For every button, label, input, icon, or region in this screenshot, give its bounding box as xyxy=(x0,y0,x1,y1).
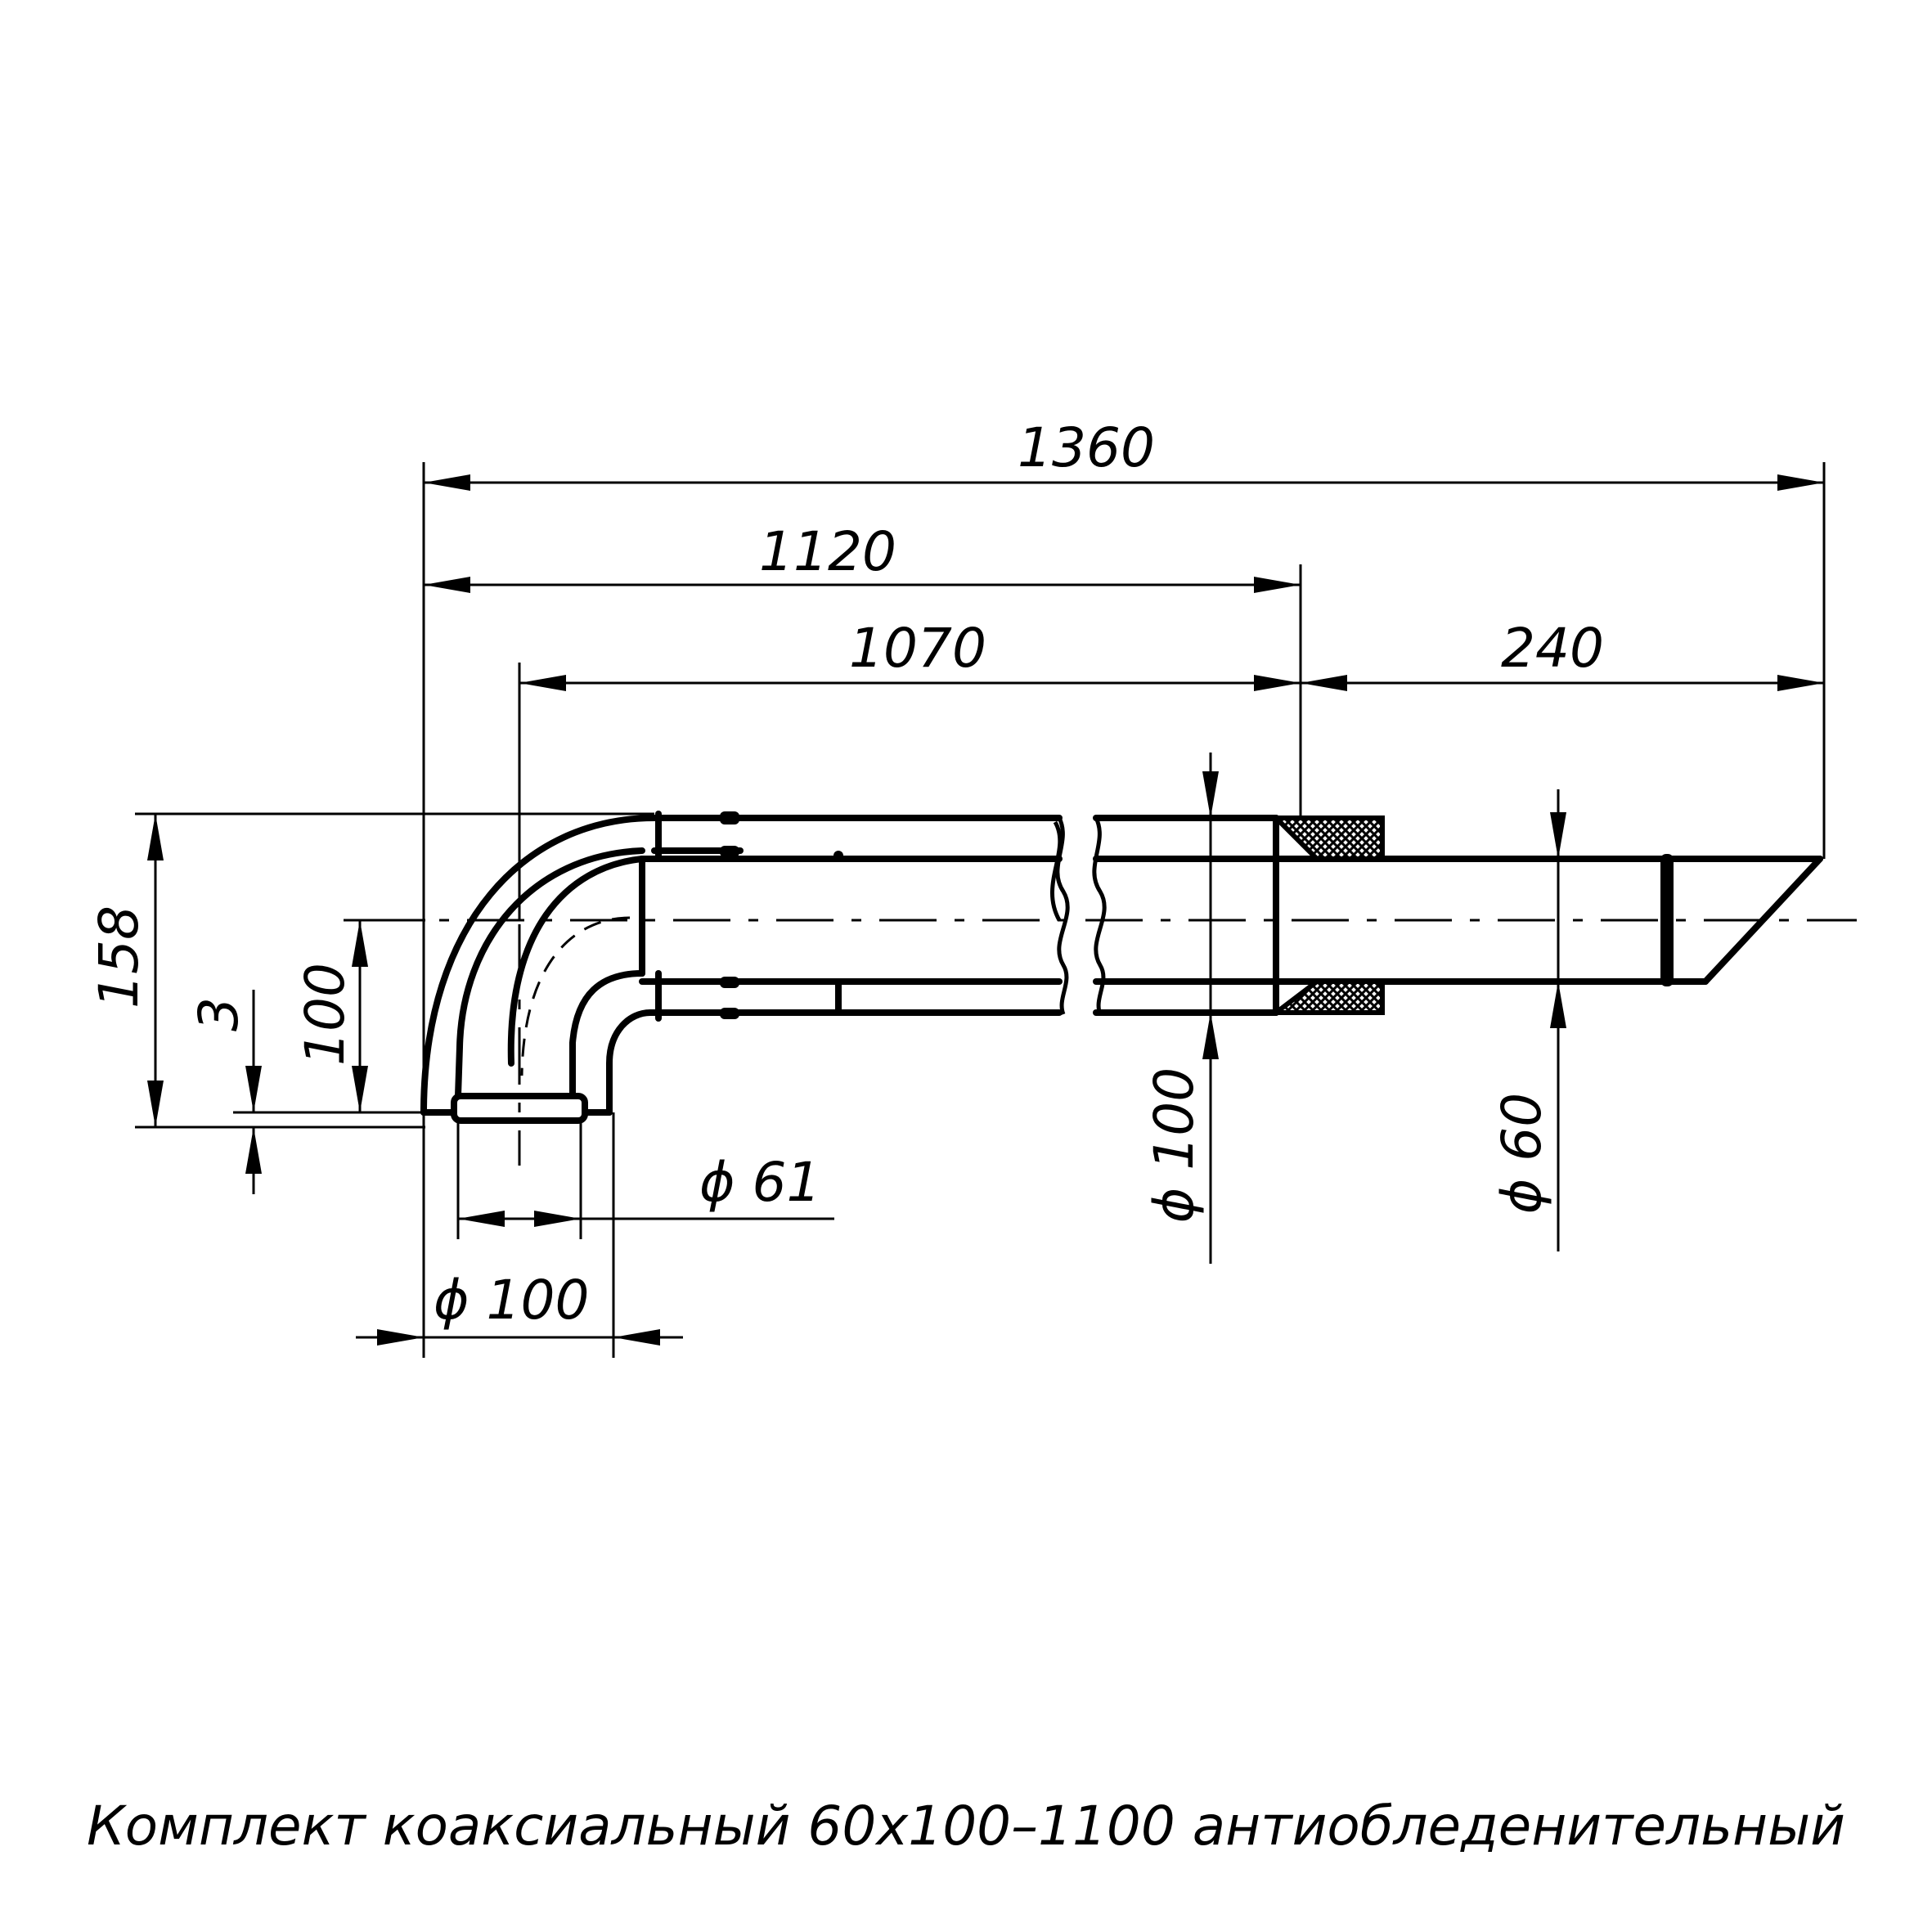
arrow-100c-bot xyxy=(1202,1013,1219,1059)
dim-1120-label: 1120 xyxy=(759,520,896,583)
elbow-outer-wall xyxy=(420,815,658,1116)
dim-3-label: 3 xyxy=(187,997,250,1031)
arrow-158-top xyxy=(147,814,164,860)
rivet-top xyxy=(833,851,843,860)
arrow-3-top xyxy=(245,1066,262,1112)
arrow-1070-right xyxy=(1254,675,1301,691)
elbow-inner-bend xyxy=(569,970,645,1099)
seal-top xyxy=(1269,815,1385,861)
seal-bottom xyxy=(1269,979,1385,1015)
arrow-61-right xyxy=(534,1211,581,1227)
clamp-bot2 xyxy=(720,1008,739,1019)
outlet-flange xyxy=(451,1093,588,1124)
arrow-1120-right xyxy=(1254,577,1301,593)
dim-100c-label: ϕ 100 xyxy=(1143,1067,1206,1224)
elbow-inner-outer xyxy=(606,1009,654,1116)
arrow-3-bot xyxy=(245,1127,262,1174)
arrow-100c-top xyxy=(1202,771,1219,818)
arrow-60-top xyxy=(1550,812,1566,859)
bevel-end xyxy=(1702,856,1823,985)
dim-100-label: 100 xyxy=(294,963,357,1066)
arrow-1120-left xyxy=(424,577,470,593)
break-line-right xyxy=(1092,816,1107,1015)
arrow-100-top xyxy=(352,920,368,967)
elbow-second-wall xyxy=(507,856,645,1067)
arrow-158-bot xyxy=(147,1081,164,1127)
dim-240-label: 240 xyxy=(1501,617,1604,680)
pipe-bead xyxy=(1660,854,1674,986)
arrow-100b-left xyxy=(377,1329,424,1346)
arrow-240-left xyxy=(1301,675,1347,691)
arrow-60-bot xyxy=(1550,982,1566,1028)
clamp-top2 xyxy=(720,846,739,857)
dim-100b-label: ϕ 100 xyxy=(434,1269,590,1332)
break-line-left2 xyxy=(1050,820,1063,922)
dimensions: 1360 1120 1070 240 158 100 xyxy=(88,416,1826,1358)
arrow-100b-right xyxy=(613,1329,660,1346)
clamp-top xyxy=(720,811,739,824)
dim-158-label: 158 xyxy=(88,905,151,1009)
arrow-240-right xyxy=(1777,675,1824,691)
arrow-100-bot xyxy=(352,1066,368,1112)
dim-1070-label: 1070 xyxy=(849,617,986,680)
dim-60-label: ϕ 60 xyxy=(1490,1093,1553,1215)
arrow-1070-left xyxy=(519,675,566,691)
coaxial-pipe-assembly xyxy=(364,811,1857,1166)
arrow-1360-left xyxy=(424,474,470,491)
arrow-61-left xyxy=(458,1211,505,1227)
elbow-inner-wall xyxy=(455,847,645,1099)
dim-1360-label: 1360 xyxy=(1018,416,1155,479)
dim-61-label: ϕ 61 xyxy=(699,1151,821,1214)
arrow-1360-right xyxy=(1777,474,1824,491)
drawing-caption: Комплект коаксиальный 60х100–1100 антиоб… xyxy=(87,1795,1845,1858)
